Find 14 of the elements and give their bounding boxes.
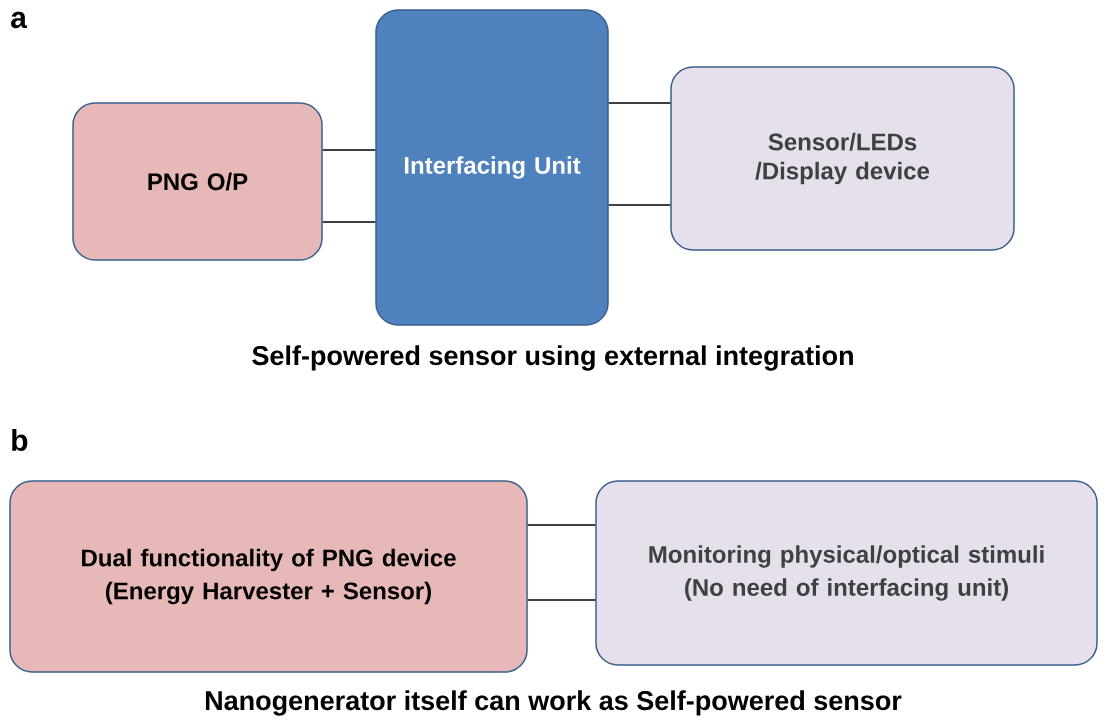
interface-block: Interfacing Unit bbox=[375, 9, 609, 326]
connector-line bbox=[608, 204, 671, 206]
connector-line bbox=[527, 599, 596, 601]
panel-letter: b bbox=[12, 429, 28, 452]
connector-line bbox=[527, 524, 596, 526]
connector-line bbox=[322, 149, 376, 151]
process-box: Sensor/LEDs /Display device bbox=[670, 66, 1015, 251]
connector-line bbox=[608, 102, 671, 104]
caption: Nanogenerator itself can work as Self-powered sensor bbox=[205, 690, 902, 716]
panel-letter: a bbox=[11, 11, 28, 29]
connector-line bbox=[322, 221, 376, 223]
process-box: Dual functionality of PNG device (Energy Harvester + Sensor) bbox=[9, 480, 528, 673]
process-box: PNG O/P bbox=[72, 102, 323, 261]
process-box: Monitoring physical/optical stimuli (No need of interfacing unit) bbox=[595, 480, 1098, 666]
